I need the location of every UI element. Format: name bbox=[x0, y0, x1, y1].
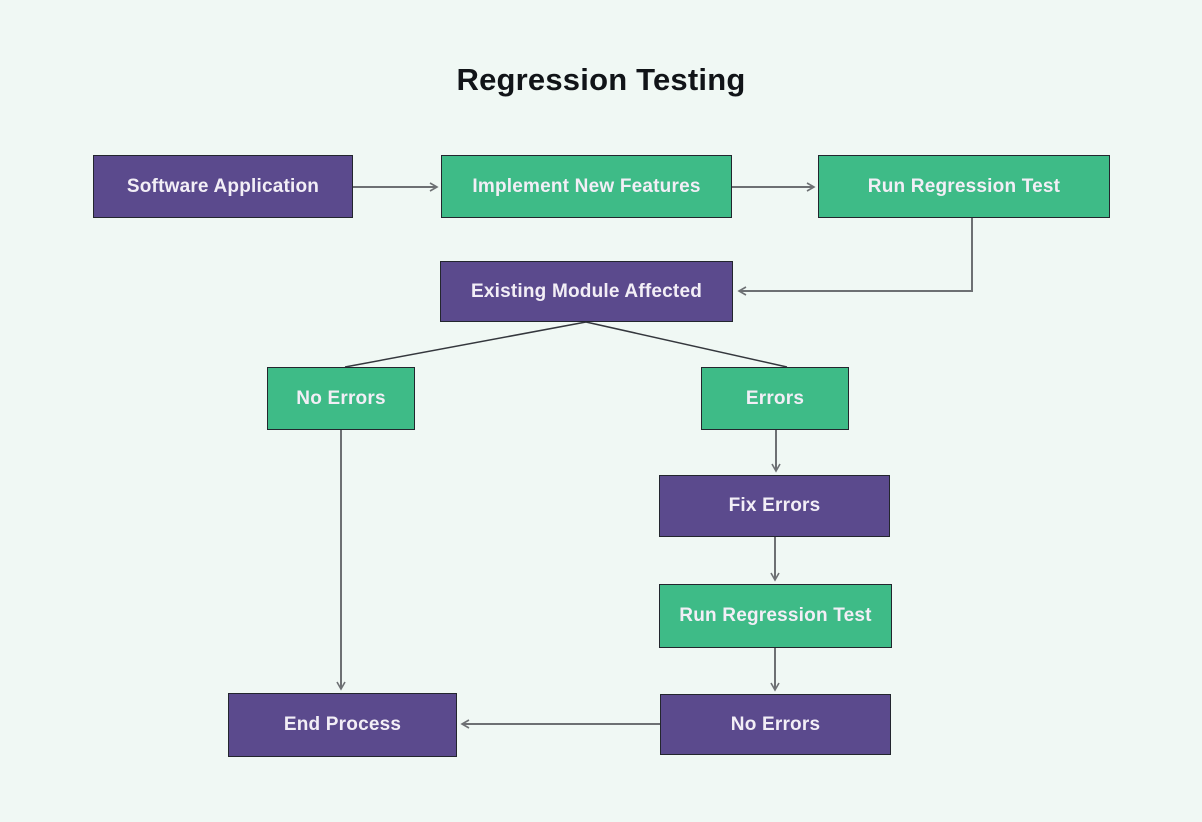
branch-existing-module-to-no-errors bbox=[344, 321, 587, 368]
node-label: End Process bbox=[283, 714, 402, 735]
node-fix-errors: Fix Errors bbox=[659, 475, 890, 537]
node-software-application: Software Application bbox=[93, 155, 353, 218]
node-run-regression-test-1: Run Regression Test bbox=[818, 155, 1110, 218]
node-label: Fix Errors bbox=[728, 495, 821, 516]
node-errors-branch: Errors bbox=[701, 367, 849, 430]
connector-runtest1-to-existing-module bbox=[737, 218, 973, 296]
node-run-regression-test-2: Run Regression Test bbox=[659, 584, 892, 648]
node-label: Run Regression Test bbox=[867, 175, 1061, 197]
branch-existing-module-to-errors bbox=[585, 321, 788, 368]
node-end-process: End Process bbox=[228, 693, 457, 757]
node-existing-module-affected: Existing Module Affected bbox=[440, 261, 733, 322]
node-label: Software Application bbox=[126, 175, 320, 197]
node-no-errors-branch: No Errors bbox=[267, 367, 415, 430]
diagram-title: Regression Testing bbox=[456, 62, 746, 97]
node-label: Run Regression Test bbox=[679, 605, 872, 626]
node-label: Existing Module Affected bbox=[470, 280, 703, 302]
node-no-errors-final: No Errors bbox=[660, 694, 891, 755]
node-label: No Errors bbox=[296, 387, 386, 409]
node-implement-new-features: Implement New Features bbox=[441, 155, 732, 218]
node-label: Implement New Features bbox=[472, 175, 701, 197]
node-label: No Errors bbox=[730, 713, 821, 735]
node-label: Errors bbox=[745, 387, 805, 409]
